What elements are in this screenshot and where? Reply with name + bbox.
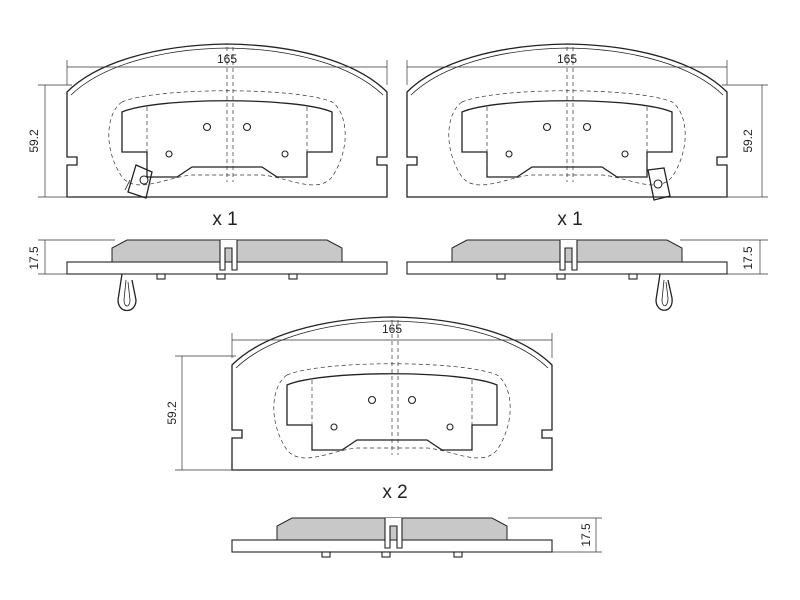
wear-sensor-icon — [124, 164, 153, 199]
height-dimension: 59.2 — [722, 84, 768, 198]
width-label: 165 — [557, 52, 577, 66]
pad-left-top: 165 59.2 x 1 17.5 — [27, 43, 388, 312]
height-label: 59.2 — [741, 129, 755, 153]
thickness-label: 17.5 — [579, 523, 593, 547]
width-label: 165 — [382, 322, 402, 336]
height-dimension: 59.2 — [27, 84, 72, 198]
wear-sensor-side-icon — [117, 273, 137, 312]
thickness-dimension: 17.5 — [27, 239, 115, 275]
width-dimension: 165 — [406, 52, 728, 85]
pad-side-view — [406, 239, 728, 280]
width-dimension: 165 — [66, 52, 388, 85]
quantity-label: x 1 — [557, 209, 582, 230]
wear-sensor-side-icon — [655, 273, 673, 311]
quantity-label: x 2 — [382, 482, 407, 503]
width-label: 165 — [217, 52, 237, 66]
thickness-dimension: 17.5 — [680, 239, 768, 275]
thickness-dimension: 17.5 — [508, 517, 602, 553]
height-label: 59.2 — [165, 401, 179, 425]
pad-bottom: 165 59.2 x 2 17.5 — [165, 316, 602, 558]
width-dimension: 165 — [231, 322, 553, 358]
thickness-label: 17.5 — [741, 246, 755, 270]
quantity-label: x 1 — [212, 209, 237, 230]
wear-sensor-icon — [647, 167, 671, 201]
thickness-label: 17.5 — [27, 246, 41, 270]
height-dimension: 59.2 — [165, 355, 236, 471]
pad-side-view — [66, 239, 388, 280]
pad-side-view — [231, 517, 553, 558]
height-label: 59.2 — [27, 129, 41, 153]
pad-right-top: 165 59.2 x 1 17.5 — [406, 43, 768, 311]
